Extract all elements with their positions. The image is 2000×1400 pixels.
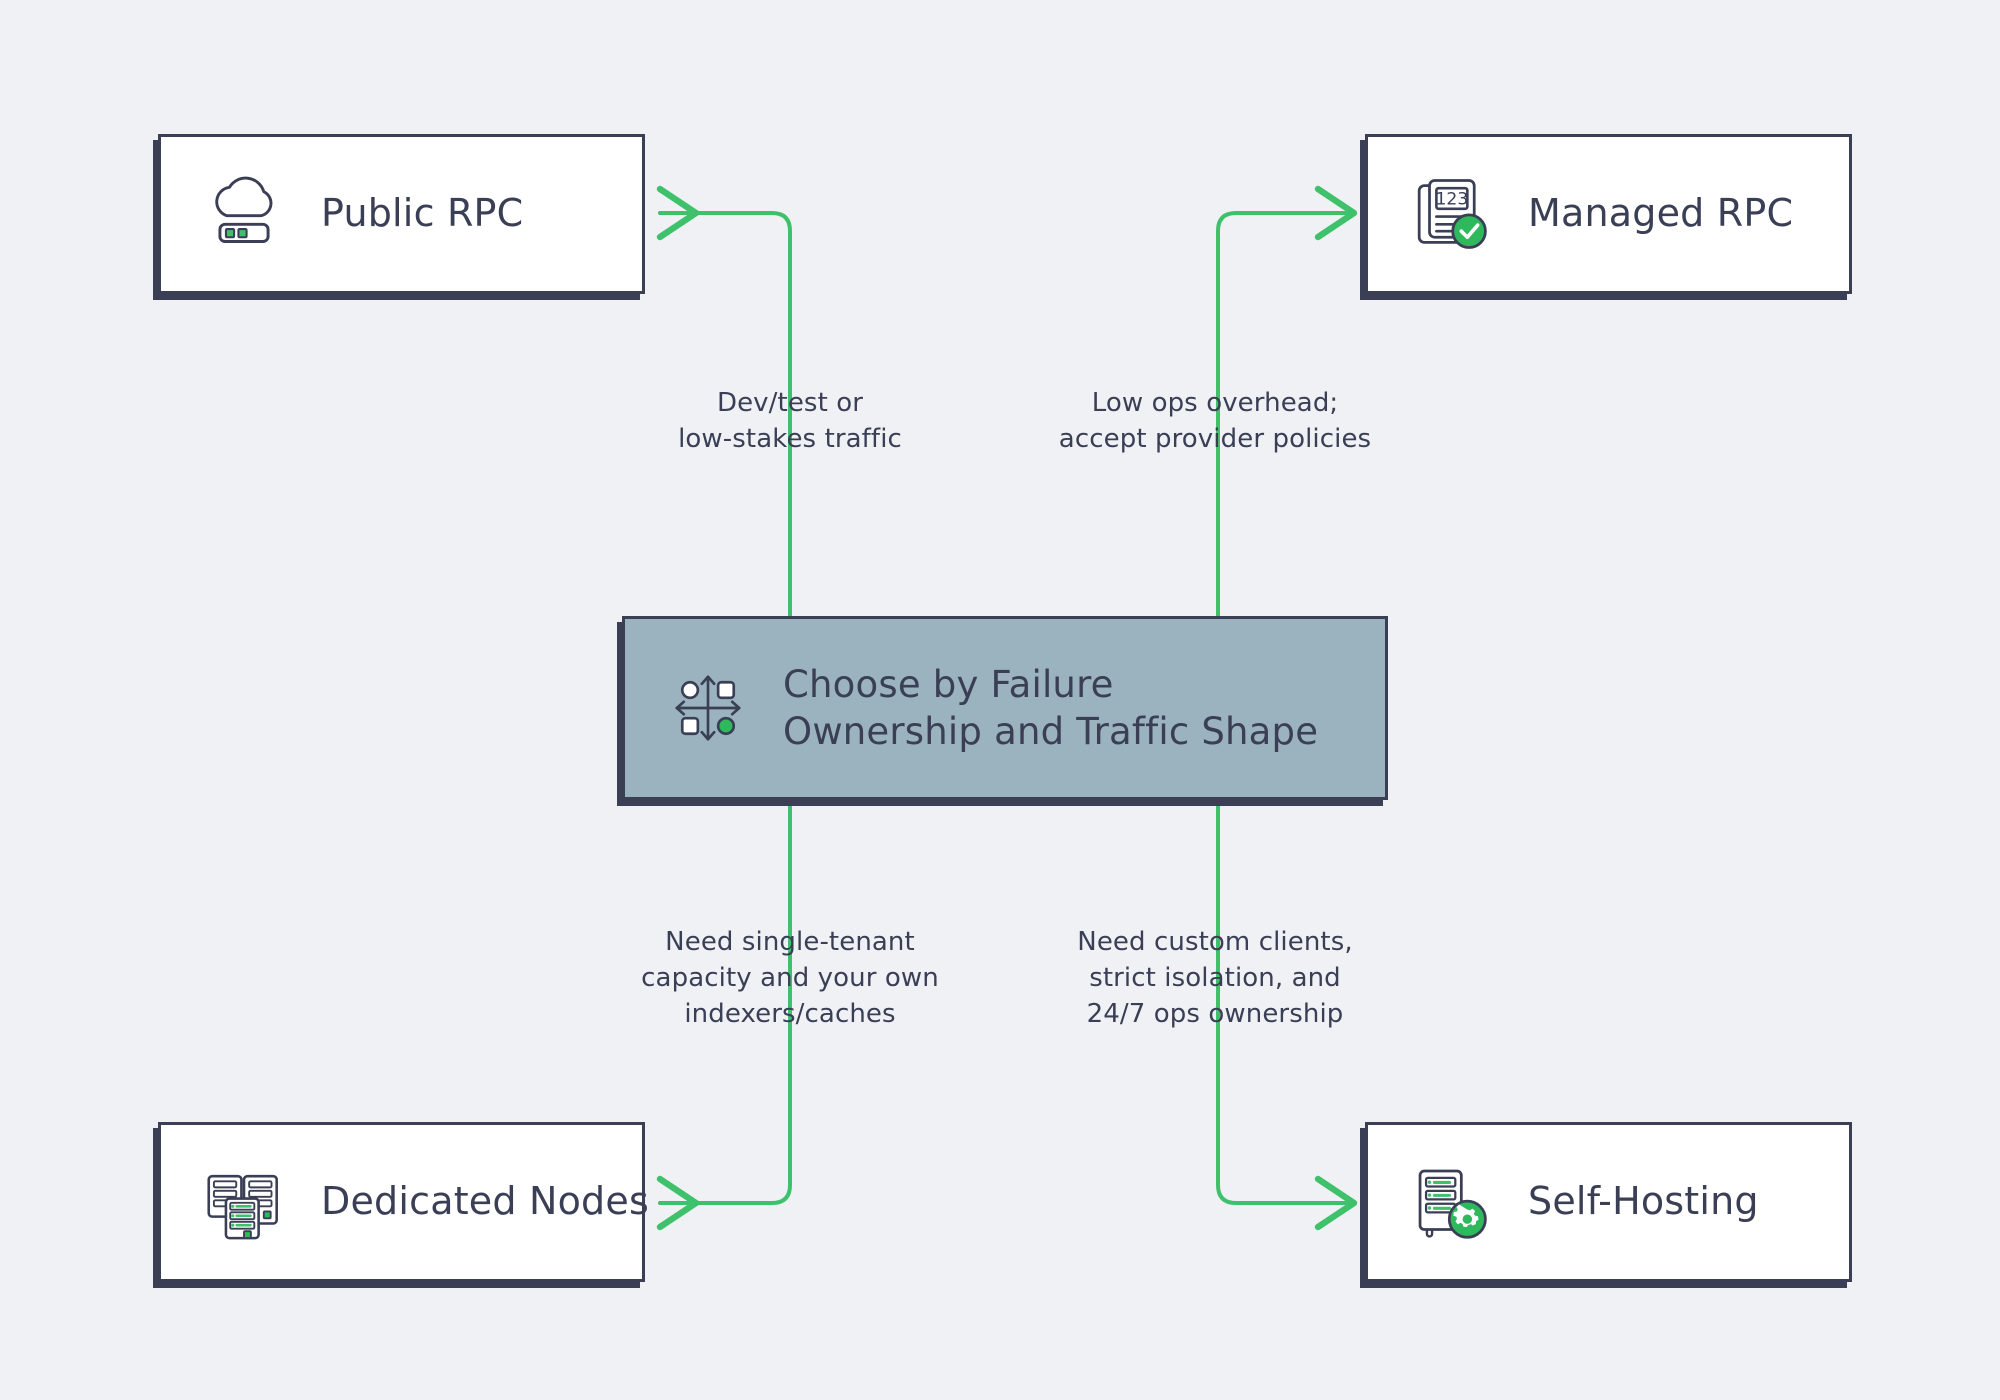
node-public-rpc[interactable]: Public RPC: [158, 134, 645, 294]
edge-label-public-rpc: Dev/test or low-stakes traffic: [678, 388, 902, 454]
node-self-hosting[interactable]: Self-Hosting: [1365, 1122, 1852, 1282]
edge-label-self-hosting: Need custom clients, strict isolation, a…: [1077, 927, 1353, 1029]
node-dedicated-nodes[interactable]: Dedicated Nodes: [158, 1122, 649, 1282]
document-checked-icon: 123: [1417, 179, 1487, 249]
node-label-decision: Choose by Failure Ownership and Traffic …: [783, 662, 1319, 753]
node-decision-center[interactable]: Choose by Failure Ownership and Traffic …: [622, 616, 1388, 800]
node-managed-rpc[interactable]: 123 Managed RPC: [1365, 134, 1852, 294]
node-label-dedicated-nodes: Dedicated Nodes: [321, 1179, 649, 1224]
four-way-decision-icon: [675, 675, 741, 741]
server-stack-icon: [207, 1174, 278, 1240]
server-gear-icon: [1418, 1169, 1487, 1239]
node-label-self-hosting: Self-Hosting: [1528, 1179, 1759, 1224]
node-label-managed-rpc: Managed RPC: [1528, 191, 1794, 236]
edge-label-managed-rpc: Low ops overhead; accept provider polici…: [1058, 388, 1372, 454]
cloud-server-icon: [215, 176, 273, 243]
node-label-public-rpc: Public RPC: [321, 191, 524, 236]
edge-label-dedicated-nodes: Need single-tenant capacity and your own…: [641, 927, 939, 1029]
svg-text:123: 123: [1435, 190, 1468, 210]
